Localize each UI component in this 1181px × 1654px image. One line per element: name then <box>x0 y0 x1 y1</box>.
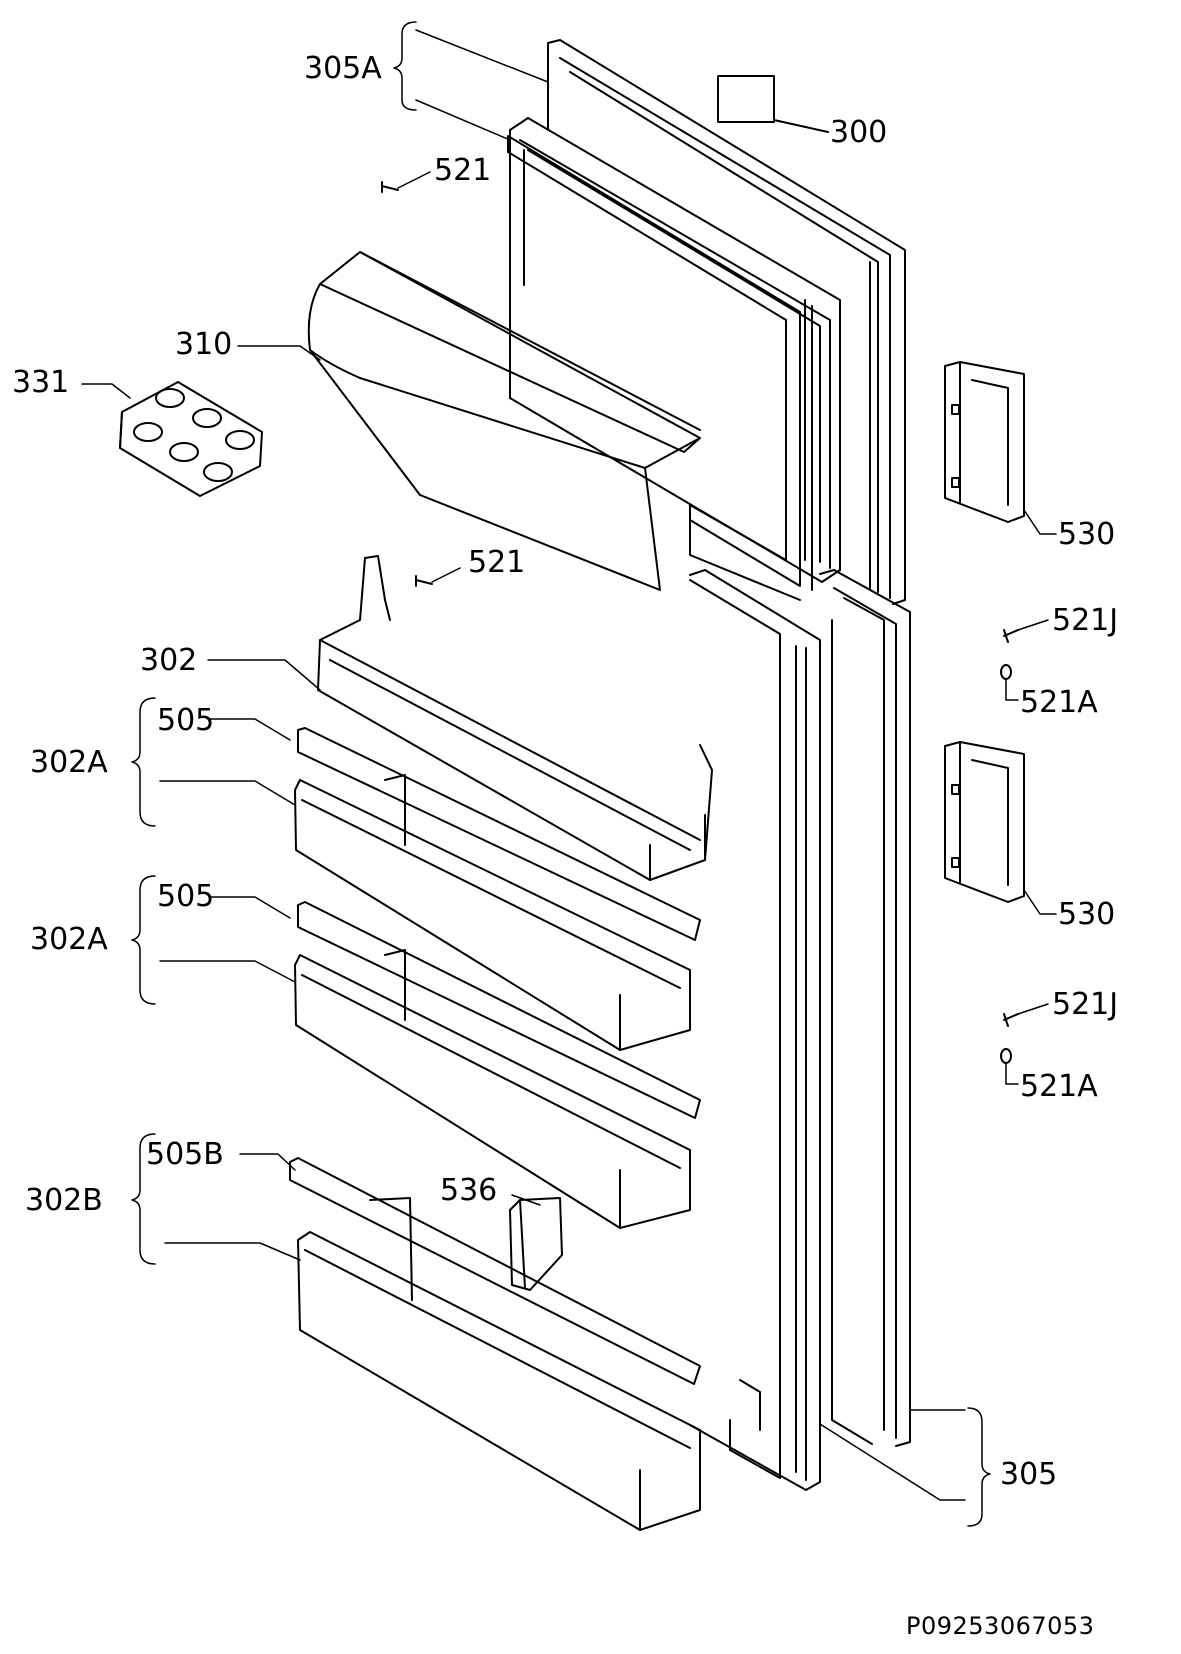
washer-521A-2 <box>1001 1049 1011 1063</box>
label-505-upper: 505 <box>157 703 215 738</box>
shelf-302A-lower <box>295 902 700 1228</box>
lower-door-inner-liner <box>690 570 820 1490</box>
screw-521-lower <box>416 576 432 586</box>
brace-302A-2 <box>132 876 155 1004</box>
shelf-302A-upper <box>295 728 700 1050</box>
label-331: 331 <box>12 365 70 400</box>
leader-lines <box>82 30 1056 1500</box>
upper-door-gasket <box>508 136 812 600</box>
egg-tray <box>120 382 262 496</box>
label-521-upper: 521 <box>434 153 492 188</box>
label-521A-upper: 521A <box>1020 685 1098 720</box>
brace-302A-1 <box>132 698 155 826</box>
label-521J-upper: 521J <box>1052 603 1119 638</box>
drawing-code: P09253067053 <box>906 1612 1095 1640</box>
freezer-flap <box>309 252 700 590</box>
washer-521A-1 <box>1001 665 1011 679</box>
screw-521-upper <box>382 182 398 192</box>
brace-305 <box>968 1408 990 1526</box>
label-302A-upper: 302A <box>30 745 108 780</box>
label-521J-lower: 521J <box>1052 987 1119 1022</box>
brace-302B <box>132 1134 155 1264</box>
upper-door-inner-liner <box>510 118 840 582</box>
label-505-lower: 505 <box>157 879 215 914</box>
label-530-lower: 530 <box>1058 897 1116 932</box>
bottle-holder-536 <box>510 1198 562 1290</box>
screw-521J-1 <box>1004 630 1018 642</box>
label-530-upper: 530 <box>1058 517 1116 552</box>
rating-plate <box>718 76 774 122</box>
handle-530-lower <box>945 742 1024 902</box>
braces <box>132 22 990 1526</box>
lower-door-gasket <box>690 580 780 1478</box>
bottom-bin-302B <box>290 1158 700 1530</box>
bottle-shelf-302 <box>318 556 712 880</box>
label-305A: 305A <box>304 51 382 86</box>
label-536: 536 <box>440 1173 498 1208</box>
label-505B: 505B <box>146 1137 224 1172</box>
label-305: 305 <box>1000 1457 1058 1492</box>
label-310: 310 <box>175 327 233 362</box>
label-302B: 302B <box>25 1183 103 1218</box>
handle-530-upper <box>945 362 1024 522</box>
upper-door-outer-panel <box>548 40 905 604</box>
screw-521J-2 <box>1004 1014 1018 1026</box>
label-302: 302 <box>140 643 198 678</box>
label-300: 300 <box>830 115 888 150</box>
label-302A-lower: 302A <box>30 922 108 957</box>
lower-door-outer-panel <box>820 570 910 1446</box>
brace-305A <box>394 22 416 110</box>
label-521-lower: 521 <box>468 545 526 580</box>
label-521A-lower: 521A <box>1020 1069 1098 1104</box>
